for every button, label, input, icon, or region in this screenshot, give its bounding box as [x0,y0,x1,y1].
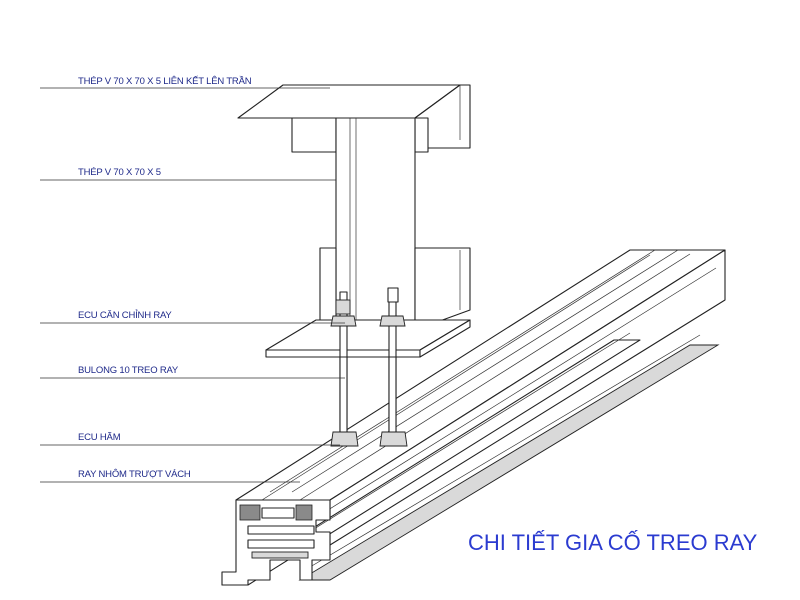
bearing-plate [265,319,471,358]
label-angle-steel-ceiling: THÉP V 70 X 70 X 5 LIÊN KẾT LÊN TRẦN [78,76,252,87]
hanger-bolts [330,287,406,438]
aluminum-rail [221,249,726,586]
label-angle-steel: THÉP V 70 X 70 X 5 [78,167,161,178]
label-hanger-bolt: BULONG 10 TREO RAY [78,365,179,376]
label-lock-nut: ECU HÃM [78,432,121,443]
label-rail-adjust-nut: ECU CĂN CHỈNH RAY [78,309,172,321]
diagram-title: CHI TIẾT GIA CỐ TREO RAY [468,529,758,555]
callout-labels: THÉP V 70 X 70 X 5 LIÊN KẾT LÊN TRẦN THÉ… [78,76,252,480]
angle-steel-ceiling [237,84,471,153]
lock-nuts [330,431,408,447]
leader-lines [40,87,345,483]
label-aluminum-rail: RAY NHÔM TRƯỢT VÁCH [78,469,191,480]
angle-steel-vertical [319,117,471,331]
